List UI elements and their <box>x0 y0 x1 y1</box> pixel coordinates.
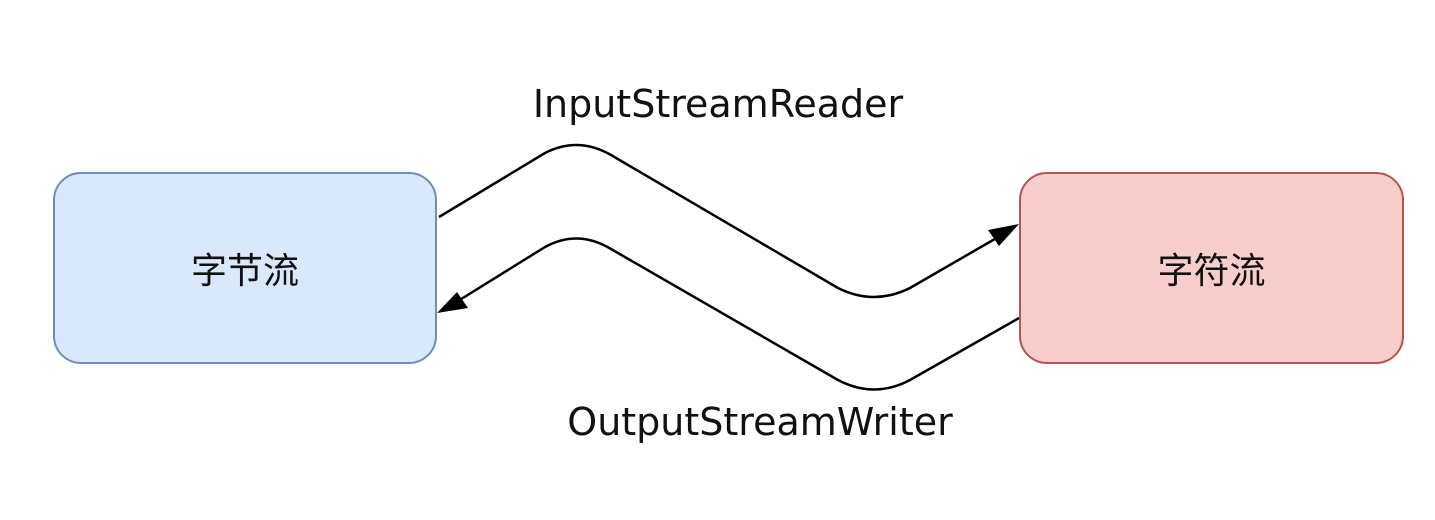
arrowhead-input-stream-reader <box>988 224 1019 246</box>
byte-stream-label: 字节流 <box>190 251 299 292</box>
arrowhead-output-stream-writer <box>437 292 468 313</box>
output-stream-writer-label: OutputStreamWriter <box>567 400 953 444</box>
input-stream-reader-label: InputStreamReader <box>532 82 904 126</box>
char-stream-node: 字符流 <box>1019 172 1404 364</box>
char-stream-label: 字符流 <box>1157 251 1266 292</box>
edge-output-stream-writer <box>457 237 1020 391</box>
edge-input-stream-reader <box>438 143 1001 299</box>
byte-stream-node: 字节流 <box>53 172 437 364</box>
